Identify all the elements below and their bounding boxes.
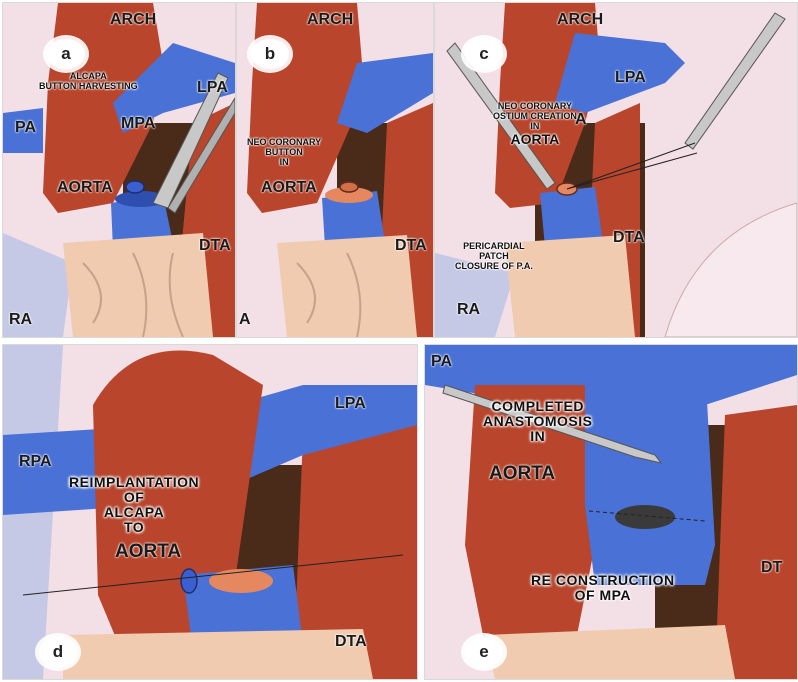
ra-label: RA [457, 301, 480, 319]
lpa-label: LPA [335, 395, 366, 413]
note-line: NEO CORONARY [493, 101, 577, 111]
panel-letter-e: e [465, 637, 503, 667]
panel-letter-d: d [39, 637, 77, 667]
note-line: NEO CORONARY [247, 137, 321, 147]
note-line: COMPLETED [483, 399, 592, 414]
aorta-label: AORTA [57, 179, 113, 197]
a-label: A [239, 311, 251, 329]
dta-label: DTA [395, 237, 427, 255]
aorta-label: AORTA [489, 463, 555, 485]
note-line: OSTIUM CREATION [493, 111, 577, 121]
note-line: OF [69, 490, 199, 505]
panel-c: ARCH LPA A DTA RA NEO CORONARY OSTIUM CR… [434, 2, 798, 338]
reimplantation-note: REIMPLANTATION OF ALCAPA TO [69, 475, 199, 535]
panel-e-illustration [425, 345, 797, 679]
lpa-label: LPA [197, 79, 228, 97]
note-line: IN [247, 157, 321, 167]
note-line: AORTA [493, 131, 577, 147]
arch-label: ARCH [307, 11, 353, 29]
dta-label: DTA [613, 229, 645, 247]
aorta-label: AORTA [115, 541, 181, 563]
pericardial-patch-note: PERICARDIAL PATCH CLOSURE OF P.A. [455, 241, 533, 271]
panel-letter-c: c [465, 39, 503, 69]
neo-coronary-ostium-note: NEO CORONARY OSTIUM CREATION IN AORTA [493, 101, 577, 147]
note-line: PERICARDIAL [455, 241, 533, 251]
pa-label: PA [15, 119, 36, 137]
panel-letter-a: a [47, 39, 85, 69]
aorta-label: AORTA [261, 179, 317, 197]
note-line: IN [483, 429, 592, 444]
pa-label: PA [431, 353, 452, 371]
note-line: PATCH [455, 251, 533, 261]
note-line: IN [493, 121, 577, 131]
mpa-label: MPA [121, 115, 155, 133]
panel-a: ARCH PA LPA MPA AORTA DTA RA ALCAPA BUTT… [2, 2, 236, 338]
note-line: ALCAPA [69, 505, 199, 520]
note-line: BUTTON [247, 147, 321, 157]
arch-label: ARCH [110, 11, 156, 29]
panel-e: PA DT COMPLETED ANASTOMOSIS IN AORTA RE … [424, 344, 798, 680]
note-line: BUTTON HARVESTING [39, 81, 138, 91]
ra-label: RA [9, 311, 32, 329]
panel-a-illustration [3, 3, 235, 337]
panel-letter-b: b [251, 39, 289, 69]
dta-label: DTA [335, 633, 367, 651]
note-line: RE CONSTRUCTION [531, 573, 675, 588]
panel-d: LPA RPA DTA REIMPLANTATION OF ALCAPA TO … [2, 344, 418, 680]
note-line: ALCAPA [39, 71, 138, 81]
neo-coronary-button-note: NEO CORONARY BUTTON IN [247, 137, 321, 167]
reconstruction-note: RE CONSTRUCTION OF MPA [531, 573, 675, 603]
rpa-label: RPA [19, 453, 52, 471]
note-line: ANASTOMOSIS [483, 414, 592, 429]
panel-b: ARCH AORTA DTA A NEO CORONARY BUTTON IN … [236, 2, 434, 338]
note-line: REIMPLANTATION [69, 475, 199, 490]
note-line: CLOSURE OF P.A. [455, 261, 533, 271]
dta-label: DTA [199, 237, 231, 255]
alcapa-harvest-note: ALCAPA BUTTON HARVESTING [39, 71, 138, 91]
note-line: OF MPA [531, 588, 675, 603]
note-line: TO [69, 520, 199, 535]
dt-label: DT [761, 559, 782, 577]
lpa-label: LPA [615, 69, 646, 87]
completed-anastomosis-note: COMPLETED ANASTOMOSIS IN [483, 399, 592, 444]
arch-label: ARCH [557, 11, 603, 29]
